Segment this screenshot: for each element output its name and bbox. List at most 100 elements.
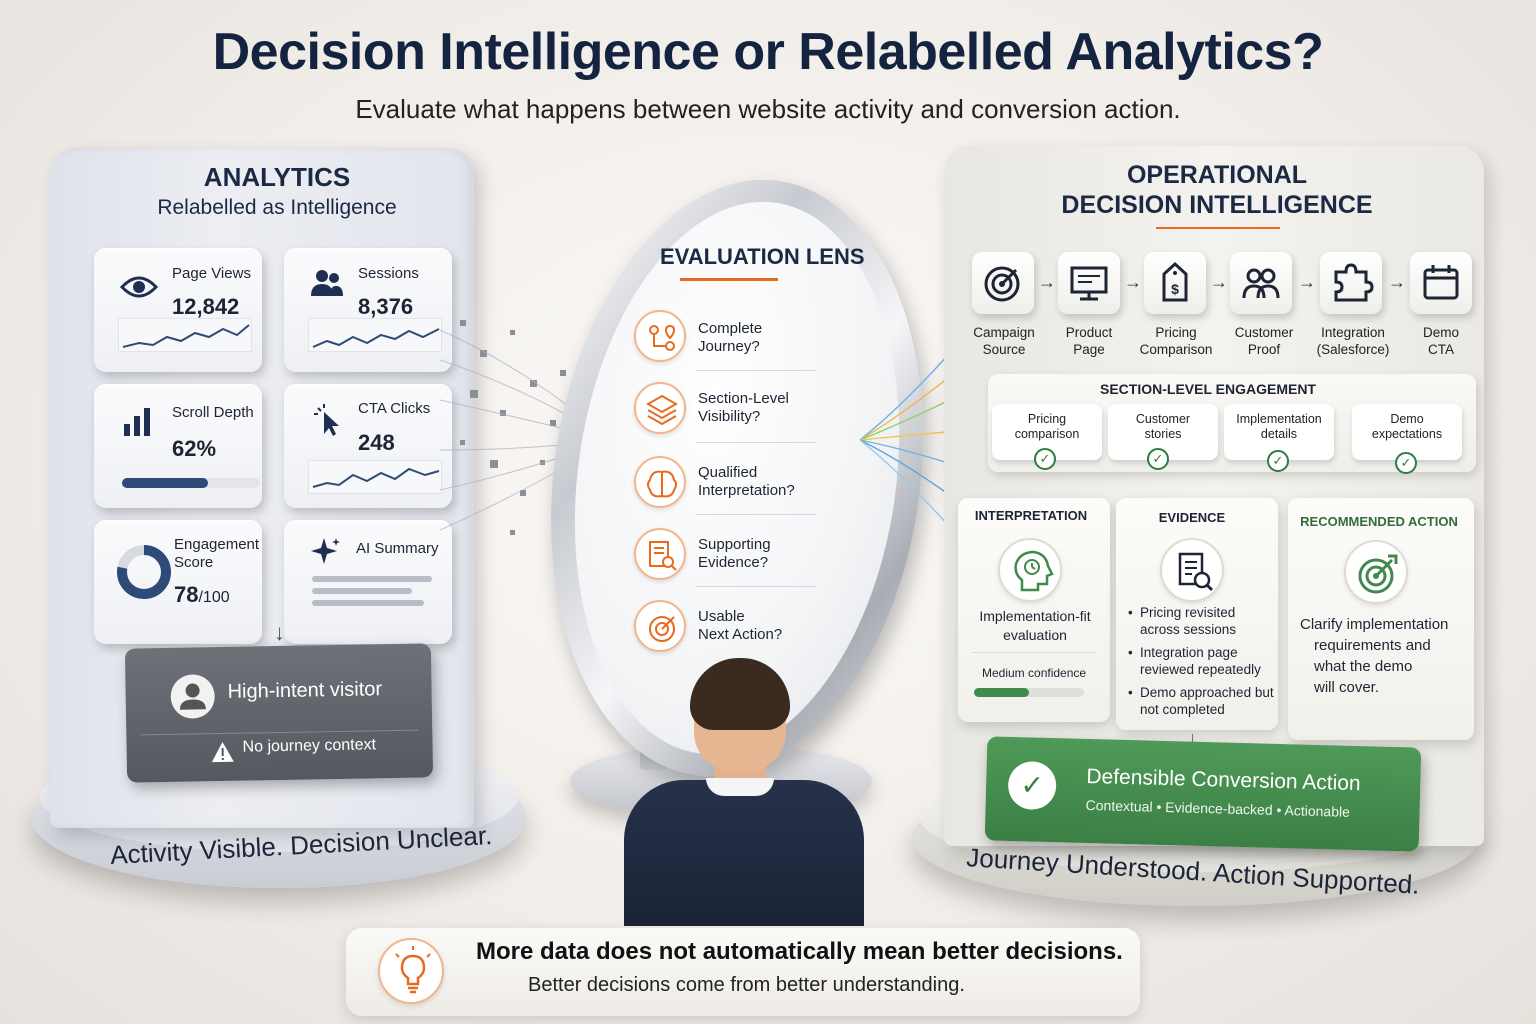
visitor-title: High-intent visitor [227,678,383,703]
flow-arrow-icon: → [1038,272,1056,292]
user-avatar-icon [170,674,215,719]
page-views-sparkline [118,318,252,352]
sparkle-icon [311,538,340,564]
card-line: Implementation [1236,412,1322,426]
calendar-icon [1410,252,1472,314]
text-line: Clarify implementation [1300,616,1449,633]
decision-intelligence-title: OPERATIONAL DECISION INTELLIGENCE [944,160,1490,220]
down-arrow-icon: ↓ [274,620,285,645]
document-search-icon [634,528,686,580]
lens-question-line: Evidence? [698,554,769,571]
target-icon [1344,540,1408,604]
users-icon [311,270,343,296]
page-views-label: Page Views [172,265,251,282]
text-line: Implementation-fit [979,608,1091,624]
evidence-item: Pricing revisited across sessions [1128,604,1278,638]
price-tag-icon: $ [1144,252,1206,314]
recommended-action-card [1288,498,1474,740]
scroll-depth-fill [122,478,208,488]
confidence-track [974,688,1084,697]
label-line: Proof [1247,342,1281,357]
eye-icon [120,276,158,298]
brain-icon [634,456,686,508]
cursor-click-icon [314,404,339,436]
lightbulb-icon [378,938,444,1004]
cta-clicks-sparkline [308,460,442,494]
page-views-value: 12,842 [172,294,240,319]
title-line: DECISION INTELLIGENCE [1061,191,1373,219]
label-line: Customer [1234,325,1294,340]
page-views-tile: Page Views 12,842 [94,248,262,372]
flow-arrow-icon: → [1124,272,1142,292]
scroll-depth-value: 62% [172,436,217,461]
lens-separator [696,586,816,587]
lens-title-underline [680,278,778,281]
card-line: Demo [1390,412,1424,426]
lens-question-line: Complete Journey? [698,320,763,355]
evidence-title: EVIDENCE [1158,510,1226,525]
card-line: stories [1144,427,1182,441]
evidence-item: Demo approached but not completed [1128,684,1278,718]
recommended-action-text: Clarify implementation requirements and … [1300,614,1464,698]
head-clock-icon [998,538,1062,602]
scroll-depth-label: Scroll Depth [172,404,254,421]
target-icon [634,600,686,652]
analytics-subtitle: Relabelled as Intelligence [157,196,397,219]
check-icon: ✓ [1007,760,1057,811]
sessions-value: 8,376 [358,294,414,319]
target-icon [972,252,1034,314]
high-intent-visitor-box: High-intent visitor No journey context [124,643,434,783]
lens-question-line: Supporting [698,536,771,553]
lens-question-line: Usable [698,608,745,625]
check-icon: ✓ [1267,450,1289,472]
layers-icon [634,382,686,434]
svg-text:$: $ [1171,281,1179,297]
confidence-label: Medium confidence [982,666,1087,680]
summary-line [312,588,412,594]
evaluation-lens-title: EVALUATION LENS [660,244,865,269]
journey-step-label: Integration(Salesforce) [1298,324,1408,358]
check-icon: ✓ [1147,448,1169,470]
engagement-score-value: 78/100 [174,582,230,608]
lens-question-line: Qualified [698,464,758,481]
summary-line [312,576,432,582]
confidence-fill [974,688,1029,697]
lens-question-journey: Complete Journey? [634,306,824,366]
label-line: Product [1065,325,1113,340]
cta-clicks-label: CTA Clicks [358,400,431,417]
cta-clicks-value: 248 [358,430,395,455]
text-line: requirements and [1314,637,1431,654]
label-line: Pricing [1155,325,1197,340]
engagement-score-number: 78 [174,582,199,607]
person-silhouette [624,780,864,926]
lens-separator [696,442,816,443]
label-line: (Salesforce) [1316,342,1390,357]
card-divider [972,652,1096,653]
engagement-score-tile: Engagement Score 78/100 [94,520,262,644]
card-line: expectations [1371,427,1443,441]
interpretation-card [958,498,1110,722]
lens-separator [696,370,816,371]
text-line: what the demo [1314,658,1413,675]
title-line: OPERATIONAL [1126,161,1308,189]
summary-line [312,600,424,606]
title-underline [1156,227,1280,229]
label-line: Demo [1422,325,1459,340]
lens-question-text: Complete Journey? [698,320,828,356]
flow-arrow-icon: → [1388,272,1406,292]
lens-separator [696,514,816,515]
document-search-icon [1160,538,1224,602]
section-engagement-title: SECTION-LEVEL ENGAGEMENT [1100,381,1316,397]
sessions-tile: Sessions 8,376 [284,248,452,372]
evidence-list: Pricing revisited across sessions Integr… [1128,604,1278,724]
